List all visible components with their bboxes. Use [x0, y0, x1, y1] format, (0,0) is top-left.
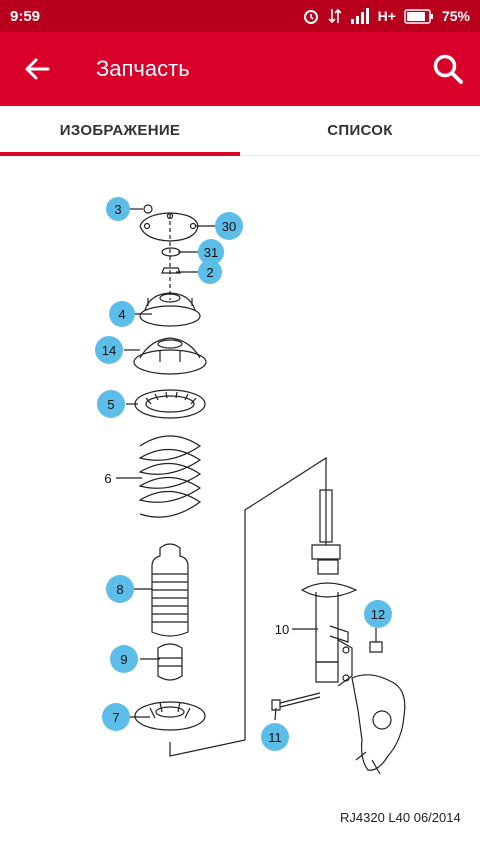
callout-6[interactable]: 6 [104, 471, 111, 486]
callout-7[interactable]: 7 [112, 710, 119, 725]
callout-8[interactable]: 8 [116, 582, 123, 597]
status-time: 9:59 [10, 7, 41, 25]
alarm-icon [303, 10, 318, 24]
page-title: Запчасть [96, 56, 190, 81]
parts-diagram: 3 30 31 2 4 14 5 6 8 9 7 10 12 11 [95, 197, 406, 775]
diagram-reference: RJ4320 L40 06/2014 [340, 810, 461, 825]
callout-30[interactable]: 30 [222, 219, 236, 234]
callout-11[interactable]: 11 [268, 730, 282, 745]
app-bar: Запчасть [0, 32, 480, 106]
callout-3[interactable]: 3 [114, 202, 121, 217]
network-type: H+ [377, 8, 396, 24]
callout-10[interactable]: 10 [275, 622, 289, 637]
battery-level: 75% [441, 8, 470, 24]
status-bar: 9:59 H+ 75% [0, 0, 480, 32]
data-transfer-icon [328, 8, 342, 24]
callout-4[interactable]: 4 [118, 307, 125, 322]
signal-icon [350, 8, 369, 24]
search-button[interactable] [416, 32, 480, 106]
callout-12[interactable]: 12 [371, 607, 385, 622]
status-icons: H+ 75% [302, 7, 470, 25]
tab-list[interactable]: СПИСОК [327, 122, 393, 139]
search-icon [433, 54, 463, 84]
callout-9[interactable]: 9 [120, 652, 127, 667]
arrow-left-icon [25, 58, 50, 80]
callout-5[interactable]: 5 [107, 397, 114, 412]
back-button[interactable] [0, 32, 74, 106]
callout-14[interactable]: 14 [102, 343, 116, 358]
callout-31[interactable]: 31 [204, 245, 218, 260]
battery-icon [404, 8, 433, 24]
tab-image[interactable]: ИЗОБРАЖЕНИЕ [0, 106, 240, 156]
tab-bar: ИЗОБРАЖЕНИЕ СПИСОК [0, 106, 480, 156]
callout-2[interactable]: 2 [206, 265, 213, 280]
